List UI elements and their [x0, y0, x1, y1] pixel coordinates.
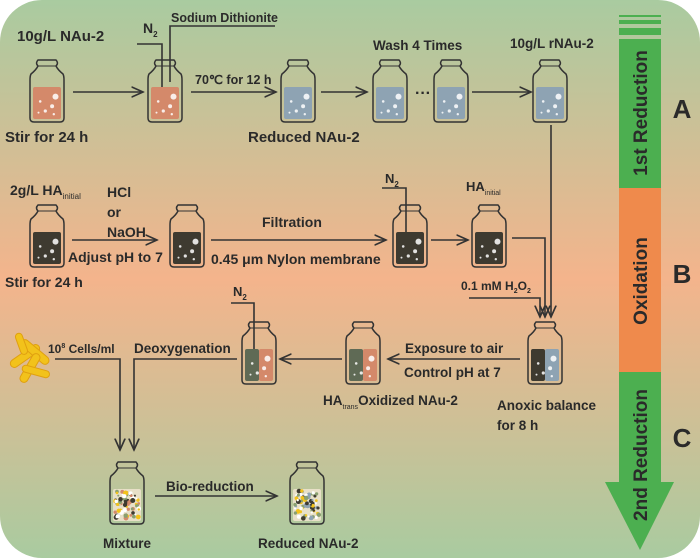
- label-membrane: 0.45 μm Nylon membrane: [211, 251, 381, 267]
- stage-bar: 1st Reduction Oxidation 2nd Reduction A …: [605, 15, 692, 550]
- stage-first-reduction: [619, 39, 661, 188]
- stage-oxidation: [619, 188, 661, 372]
- label-deoxygenation: Deoxygenation: [134, 341, 231, 356]
- mixture-jar: [109, 461, 145, 525]
- oxidized-jar: [345, 321, 381, 385]
- wash-jar-2: [433, 59, 469, 123]
- ha-ph-jar: [169, 204, 205, 268]
- label-reduced-nau-2: Reduced NAu-2: [258, 536, 359, 551]
- nau-jar: [29, 59, 65, 123]
- label-bio-reduction: Bio-reduction: [166, 479, 254, 494]
- stage-letter-a: A: [673, 94, 692, 124]
- bacteria-icon: [9, 332, 51, 383]
- label-h2o2: 0.1 mM H2O2: [461, 279, 531, 295]
- label-or: or: [107, 204, 122, 220]
- label-adjust-ph: Adjust pH to 7: [68, 249, 163, 265]
- stage-letter-b: B: [673, 259, 692, 289]
- label-control-ph: Control pH at 7: [404, 365, 501, 380]
- stage-letter-c: C: [673, 423, 692, 453]
- reduced-nau-jar: [280, 59, 316, 123]
- stage-label-first: 1st Reduction: [631, 50, 652, 176]
- ha-filtered-jar: [392, 204, 428, 268]
- rnau-jar: [532, 59, 568, 123]
- label-wash: Wash 4 Times: [373, 38, 462, 53]
- stripe: [619, 20, 661, 24]
- stage-label-oxidation: Oxidation: [631, 237, 652, 325]
- label-ellipsis: ···: [415, 85, 431, 102]
- stripe: [619, 28, 661, 35]
- label-anoxic-time: for 8 h: [497, 418, 538, 433]
- label-stir-2: Stir for 24 h: [5, 274, 83, 290]
- anoxic-jar: [527, 321, 563, 385]
- stripe: [619, 15, 661, 17]
- label-nau-10: 10g/L NAu-2: [17, 28, 104, 45]
- label-exposure: Exposure to air: [405, 341, 504, 356]
- label-reduced-nau: Reduced NAu-2: [248, 129, 360, 146]
- label-rnau: 10g/L rNAu-2: [510, 36, 594, 51]
- label-n2: N2: [143, 20, 158, 39]
- label-anoxic: Anoxic balance: [497, 398, 597, 413]
- label-naoh: NaOH: [107, 224, 146, 240]
- label-mixture: Mixture: [103, 536, 152, 551]
- labels: 10g/L NAu-2 N2 Sodium Dithionite 70℃ for…: [5, 11, 597, 551]
- label-n2-3: N2: [233, 284, 247, 302]
- label-ha-2: 2g/L HAinitial: [10, 182, 81, 201]
- label-stir-1: Stir for 24 h: [5, 129, 88, 146]
- label-hcl: HCl: [107, 184, 131, 200]
- deoxygenation-jar: [241, 321, 277, 385]
- label-temperature: 70℃ for 12 h: [195, 73, 272, 87]
- bio-reduced-jar: [289, 461, 325, 525]
- label-sodium-dithionite: Sodium Dithionite: [171, 11, 278, 25]
- jars: [29, 59, 568, 525]
- label-cells: 108 Cells/ml: [48, 342, 115, 356]
- label-filtration: Filtration: [262, 214, 322, 230]
- label-ha-initial: HAinitial: [466, 179, 501, 197]
- ha-initial-jar: [471, 204, 507, 268]
- label-ha-trans-oxidized: HAtransOxidized NAu-2: [323, 393, 458, 411]
- ha-stir-jar: [29, 204, 65, 268]
- label-n2-2: N2: [385, 171, 399, 189]
- stage-label-second: 2nd Reduction: [631, 389, 652, 521]
- wash-jar-1: [372, 59, 408, 123]
- stage-second-reduction-arrow: [605, 372, 674, 550]
- nau-dithionite-jar: [147, 59, 183, 123]
